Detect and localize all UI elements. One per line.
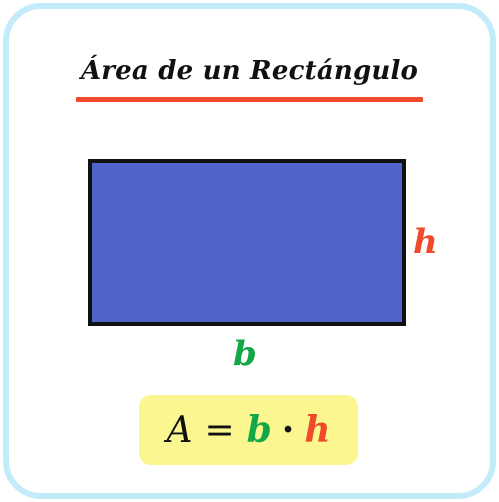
title-underline	[76, 97, 423, 102]
formula-base-symbol: b	[246, 409, 272, 451]
height-label: h	[413, 222, 438, 262]
rectangle-shape	[88, 159, 406, 326]
formula-area-symbol: A	[166, 409, 193, 451]
page-title: Área de un Rectángulo	[80, 56, 419, 86]
base-label: b	[233, 334, 257, 374]
formula-box: A = b · h	[139, 395, 358, 465]
formula-multiply-operator: ·	[281, 409, 295, 451]
formula-equals-sign: =	[204, 409, 235, 451]
formula-height-symbol: h	[304, 409, 331, 451]
